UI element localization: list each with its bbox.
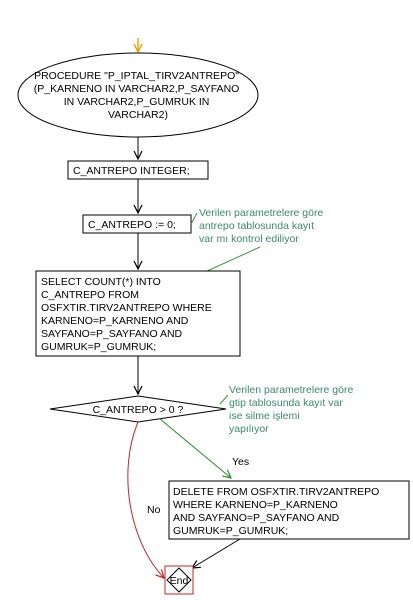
comment-line: yapılıyor <box>229 423 269 435</box>
procedure-line: IN VARCHAR2,P_GUMRUK IN <box>64 96 210 108</box>
comment-line: antrepo tablosunda kayıt <box>199 220 314 232</box>
svg-text:Verilen parametrelere göre: Verilen parametrelere göre antrepo tablo… <box>199 207 326 245</box>
comment-note: Verilen parametrelere göre antrepo tablo… <box>190 207 326 273</box>
comment-note: Verilen parametrelere göre gtip tablosun… <box>219 384 356 435</box>
end-text: End <box>170 575 189 587</box>
procedure-line: PROCEDURE "P_IPTAL_TIRV2ANTREPO" <box>34 70 239 82</box>
select-line: C_ANTREPO FROM <box>41 289 139 301</box>
assign-text: C_ANTREPO := 0; <box>88 219 176 231</box>
procedure-line: VARCHAR2) <box>108 109 168 121</box>
select-line: KARNENO=P_KARNENO AND <box>41 315 189 327</box>
assign-node[interactable]: C_ANTREPO := 0; <box>82 214 192 234</box>
svg-text:Verilen parametrelere göre: Verilen parametrelere göre gtip tablosun… <box>229 384 356 435</box>
select-line: GUMRUK=P_GUMRUK; <box>41 341 156 353</box>
no-label: No <box>147 504 161 516</box>
delete-node[interactable]: DELETE FROM OSFXTIR.TIRV2ANTREPO WHERE K… <box>168 480 410 540</box>
select-line: SAYFANO=P_SAYFANO AND <box>41 328 183 340</box>
comment-line: Verilen parametrelere göre <box>199 207 323 219</box>
select-line: OSFXTIR.TIRV2ANTREPO WHERE <box>41 302 212 314</box>
end-node[interactable]: End <box>164 565 194 595</box>
procedure-line: (P_KARNENO IN VARCHAR2,P_SAYFANO <box>34 83 240 95</box>
svg-text:SELECT COUNT(*) INTO C_A: SELECT COUNT(*) INTO C_ANTREPO FROM OSFX… <box>41 276 215 353</box>
procedure-node[interactable]: PROCEDURE "P_IPTAL_TIRV2ANTREPO" (P_KARN… <box>17 52 259 138</box>
svg-text:DELETE FROM OSFXTIR.TIRV2ANTRE: DELETE FROM OSFXTIR.TIRV2ANTREPO WHERE K… <box>173 486 382 537</box>
select-node[interactable]: SELECT COUNT(*) INTO C_ANTREPO FROM OSFX… <box>35 270 241 357</box>
comment-line: var mı kontrol ediliyor <box>199 233 299 245</box>
select-line: SELECT COUNT(*) INTO <box>41 276 161 288</box>
comment-line: ise silme işlemi <box>229 410 300 422</box>
yes-label: Yes <box>232 456 249 468</box>
comment-line: gtip tablosunda kayıt var <box>229 397 343 409</box>
delete-line: DELETE FROM OSFXTIR.TIRV2ANTREPO <box>173 486 379 498</box>
svg-text:PROCEDURE "P_IPTAL_TIRV2ANTREP: PROCEDURE "P_IPTAL_TIRV2ANTREPO" (P_KARN… <box>34 70 243 121</box>
no-branch: No <box>127 421 164 578</box>
decision-text: C_ANTREPO > 0 ? <box>93 404 184 416</box>
decision-node[interactable]: C_ANTREPO > 0 ? <box>49 395 227 423</box>
delete-line: AND SAYFANO=P_SAYFANO AND <box>173 512 340 524</box>
yes-branch: Yes <box>159 418 249 478</box>
delete-line: GUMRUK=P_GUMRUK; <box>173 525 288 537</box>
connector-arrow <box>192 538 241 568</box>
delete-line: WHERE KARNENO=P_KARNENO <box>173 499 338 511</box>
declare-node[interactable]: C_ANTREPO INTEGER; <box>67 160 209 180</box>
declare-text: C_ANTREPO INTEGER; <box>73 165 190 177</box>
comment-line: Verilen parametrelere göre <box>229 384 353 396</box>
